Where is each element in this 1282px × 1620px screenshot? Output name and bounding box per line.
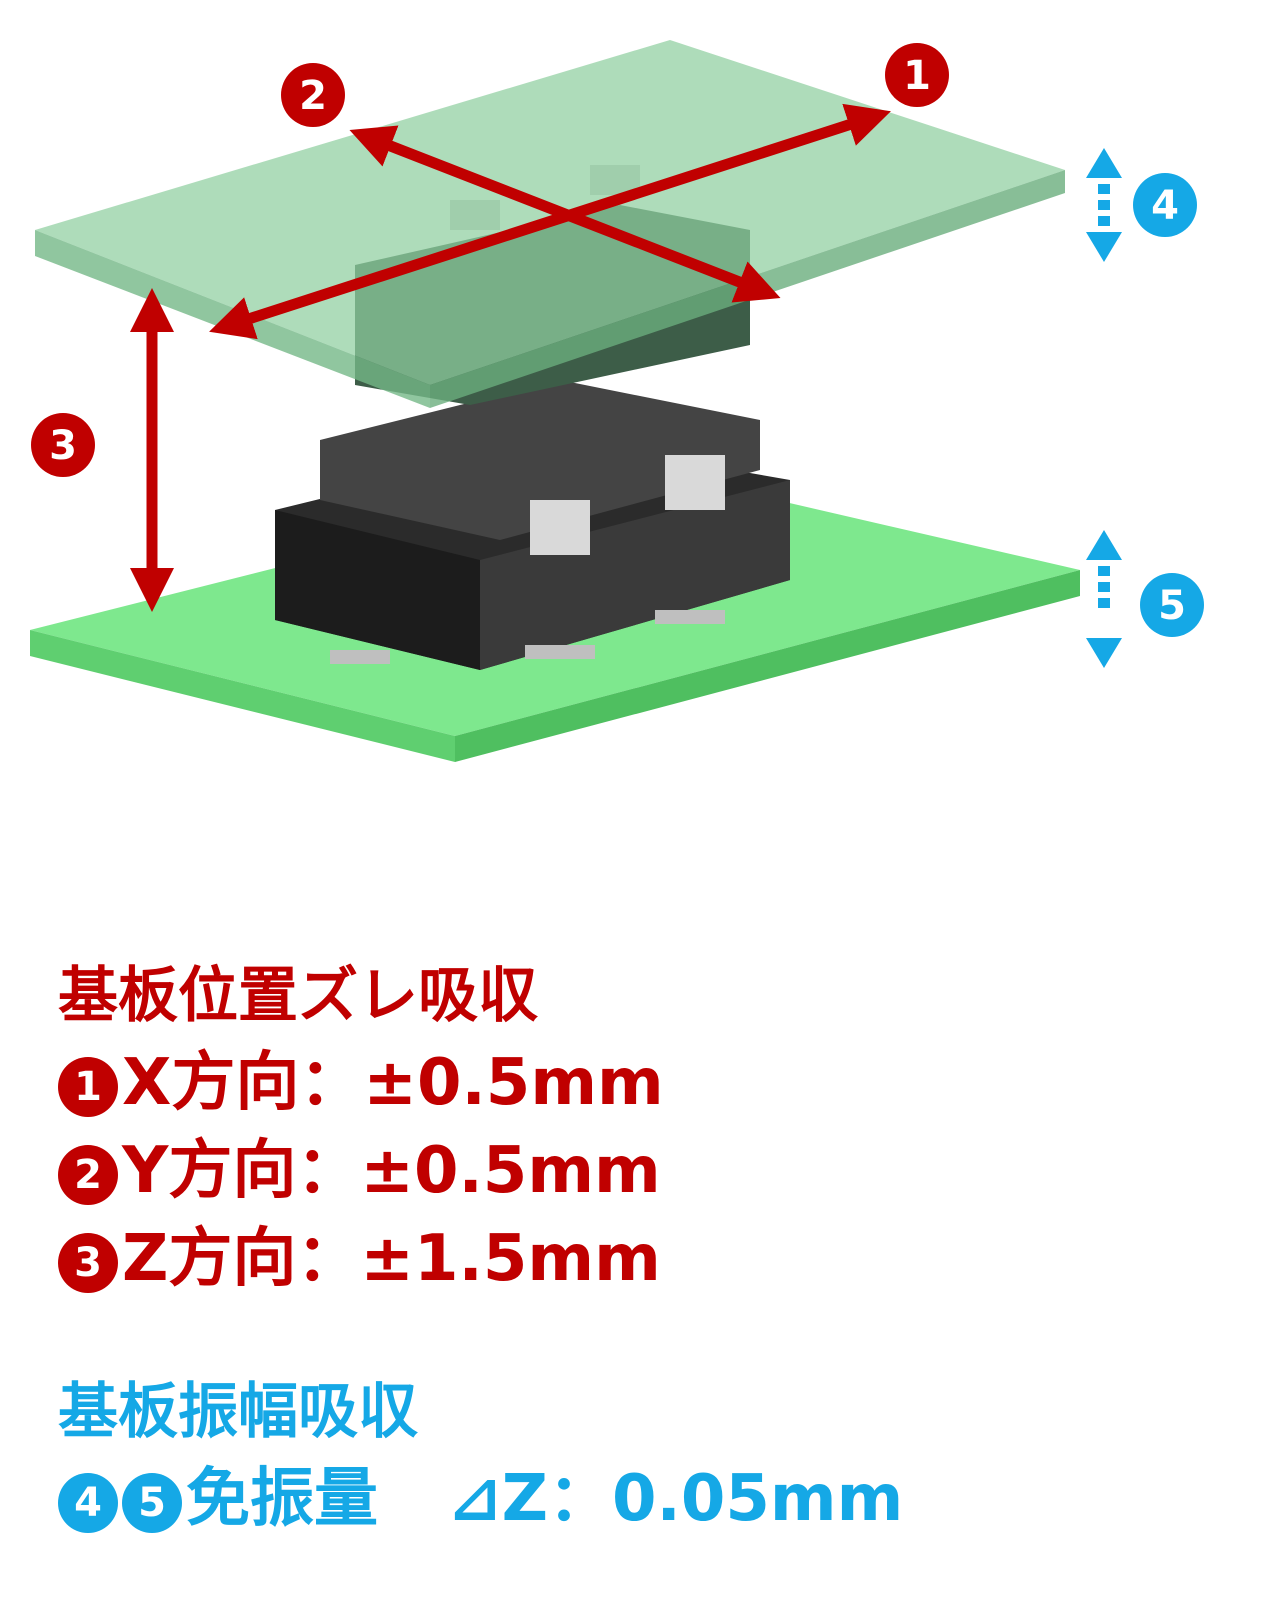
- vibration-heading: 基板振幅吸収: [58, 1377, 418, 1447]
- vibration-marker-4: 4: [58, 1473, 118, 1533]
- vibration-label: 免振量: [186, 1462, 378, 1536]
- svg-text:1: 1: [903, 53, 931, 99]
- vibration-marker-5: 5: [122, 1473, 182, 1533]
- marker-5: 5: [1140, 573, 1204, 637]
- y-marker: 2: [58, 1145, 118, 1205]
- connector-receptacle: [275, 380, 790, 670]
- bottom-board-vibration-arrow: [1086, 530, 1122, 668]
- marker-4: 4: [1133, 173, 1197, 237]
- svg-text:5: 5: [1158, 583, 1186, 629]
- svg-text:2: 2: [299, 73, 327, 119]
- vibration-value: ⊿Z：0.05mm: [448, 1462, 904, 1536]
- x-spec-text: X方向：±0.5mm: [122, 1046, 664, 1120]
- marker-3: 3: [31, 413, 95, 477]
- y-direction-arrow: [349, 125, 781, 303]
- top-board-vibration-arrow: [1086, 148, 1122, 262]
- misalignment-heading: 基板位置ズレ吸収: [58, 961, 538, 1031]
- svg-text:3: 3: [49, 423, 77, 469]
- y-spec-text: Y方向：±0.5mm: [122, 1134, 661, 1208]
- marker-2: 2: [281, 63, 345, 127]
- connector-diagram: 1 2 3 4 5: [30, 40, 1204, 762]
- z-marker: 3: [58, 1233, 118, 1293]
- marker-1: 1: [885, 43, 949, 107]
- svg-text:4: 4: [1151, 183, 1179, 229]
- z-spec-text: Z方向：±1.5mm: [122, 1222, 661, 1296]
- x-marker: 1: [58, 1057, 118, 1117]
